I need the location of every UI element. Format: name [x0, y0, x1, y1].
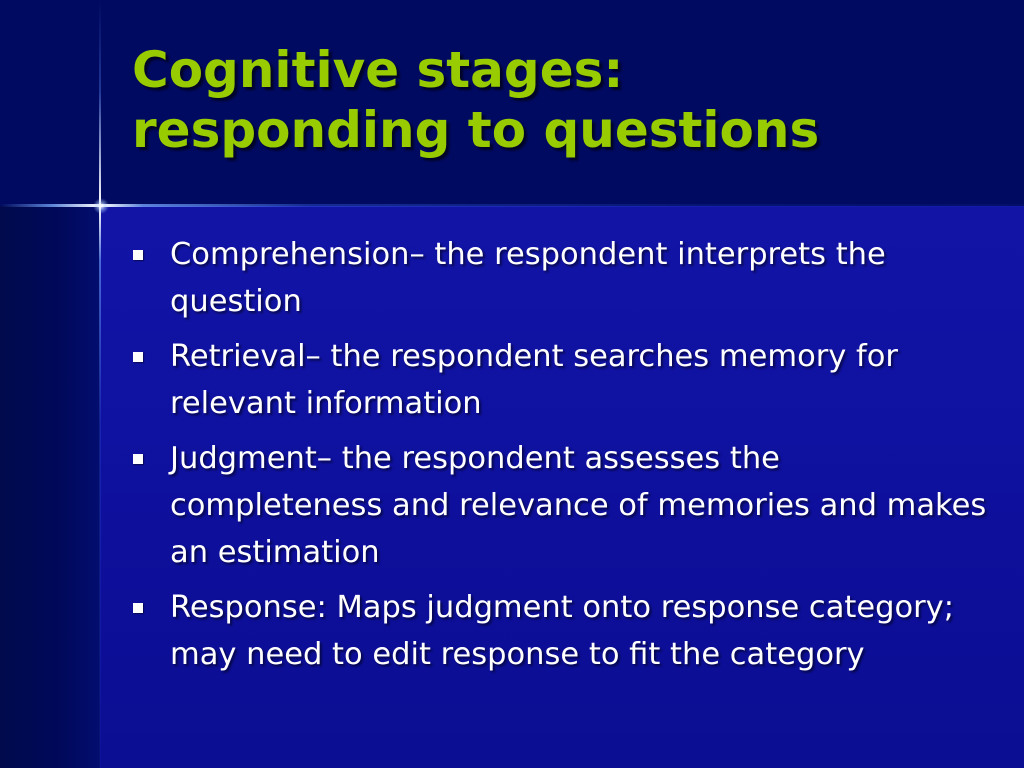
horizontal-glow-line — [0, 204, 1024, 207]
square-bullet-icon — [133, 352, 143, 362]
bullet-item-response: Response: Maps judgment onto response ca… — [130, 584, 1000, 678]
sparkle-icon — [93, 198, 109, 214]
vertical-glow-line — [99, 0, 101, 768]
content-panel — [100, 206, 1024, 768]
bullet-text: Comprehension– the respondent interprets… — [170, 237, 886, 319]
title-band — [0, 0, 1024, 206]
bullet-item-judgment: Judgment– the respondent assesses the co… — [130, 435, 1000, 576]
bullet-list: Comprehension– the respondent interprets… — [130, 231, 1000, 686]
bullet-item-retrieval: Retrieval– the respondent searches memor… — [130, 333, 1000, 427]
square-bullet-icon — [133, 250, 143, 260]
slide-title: Cognitive stages: responding to question… — [132, 40, 1012, 160]
slide-title-line: Cognitive stages: — [132, 41, 624, 99]
bullet-item-comprehension: Comprehension– the respondent interprets… — [130, 231, 1000, 325]
bullet-text: Retrieval– the respondent searches memor… — [170, 339, 898, 421]
slide-title-line: responding to questions — [132, 101, 820, 159]
square-bullet-icon — [133, 454, 143, 464]
bullet-text: Judgment– the respondent assesses the co… — [170, 441, 987, 570]
square-bullet-icon — [133, 603, 143, 613]
bullet-text: Response: Maps judgment onto response ca… — [170, 590, 954, 672]
